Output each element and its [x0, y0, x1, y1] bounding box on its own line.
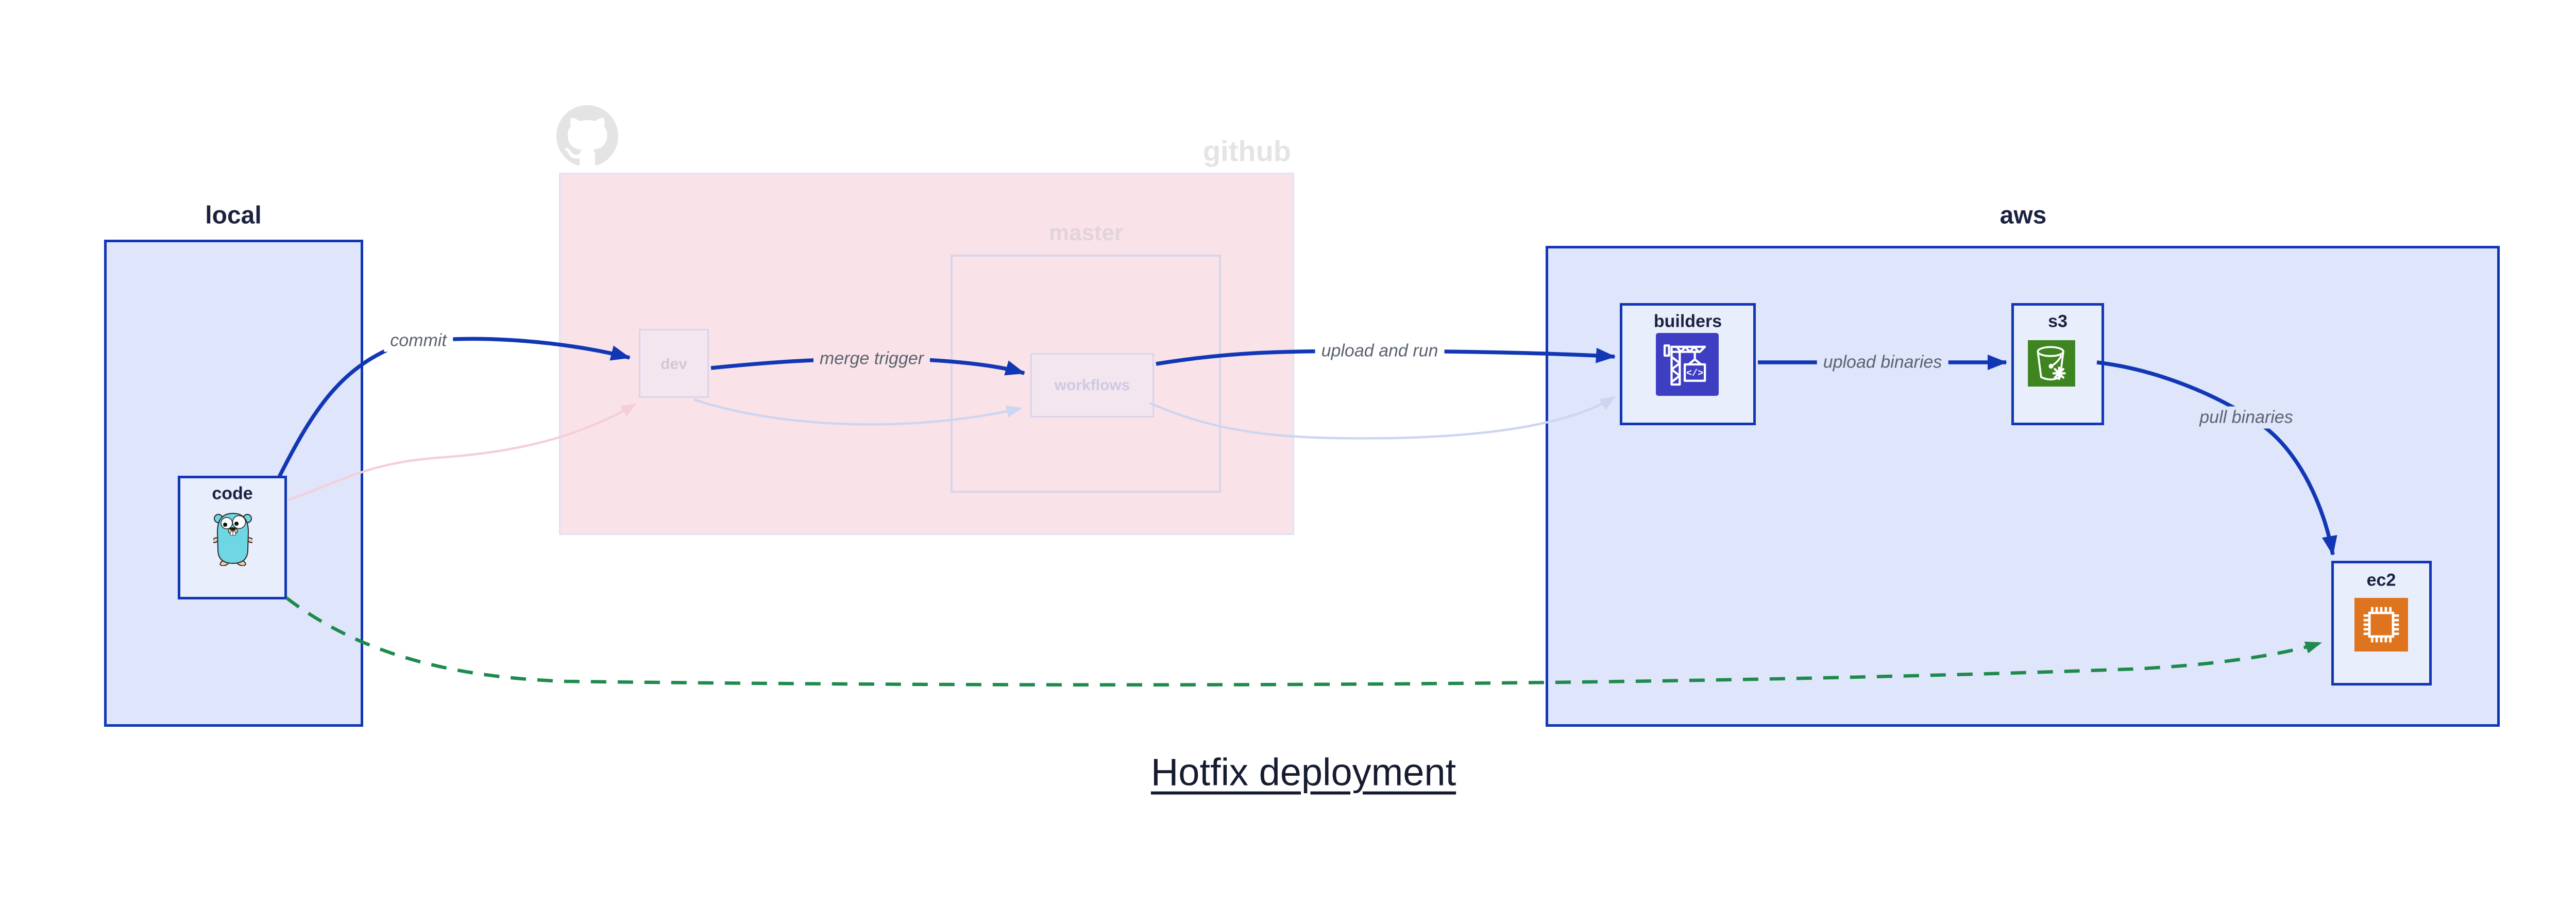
edge-label-upload-binaries: upload binaries [1817, 351, 1948, 374]
node-workflows [1030, 353, 1154, 417]
node-label-s3: s3 [2048, 311, 2067, 331]
cluster-label-local: local [205, 202, 262, 229]
ec2-chip-icon [2354, 598, 2408, 652]
go-gopher-icon [213, 512, 252, 566]
cluster-label-master: master [1048, 220, 1124, 245]
edge-label-commit: commit [384, 329, 453, 352]
edge-label-pull-binaries: pull binaries [2193, 406, 2299, 429]
node-dev [639, 329, 709, 398]
node-label-code: code [212, 483, 253, 504]
node-label-builders: builders [1653, 311, 1722, 331]
svg-text:</>: </> [1686, 369, 1703, 379]
node-label-workflows: workflows [1054, 377, 1130, 394]
github-watermark-label: github [1202, 135, 1291, 168]
s3-bucket-icon [2028, 340, 2075, 387]
node-label-ec2: ec2 [2366, 570, 2396, 590]
cluster-label-aws: aws [1999, 202, 2047, 229]
github-octocat-icon [556, 105, 618, 166]
node-label-dev: dev [660, 356, 687, 373]
edge-label-merge-trigger: merge trigger [813, 347, 930, 370]
edge-label-upload-and-run: upload and run [1315, 340, 1445, 362]
codebuild-crane-icon: </> [1656, 333, 1719, 396]
diagram-title: Hotfix deployment [1150, 750, 1456, 794]
